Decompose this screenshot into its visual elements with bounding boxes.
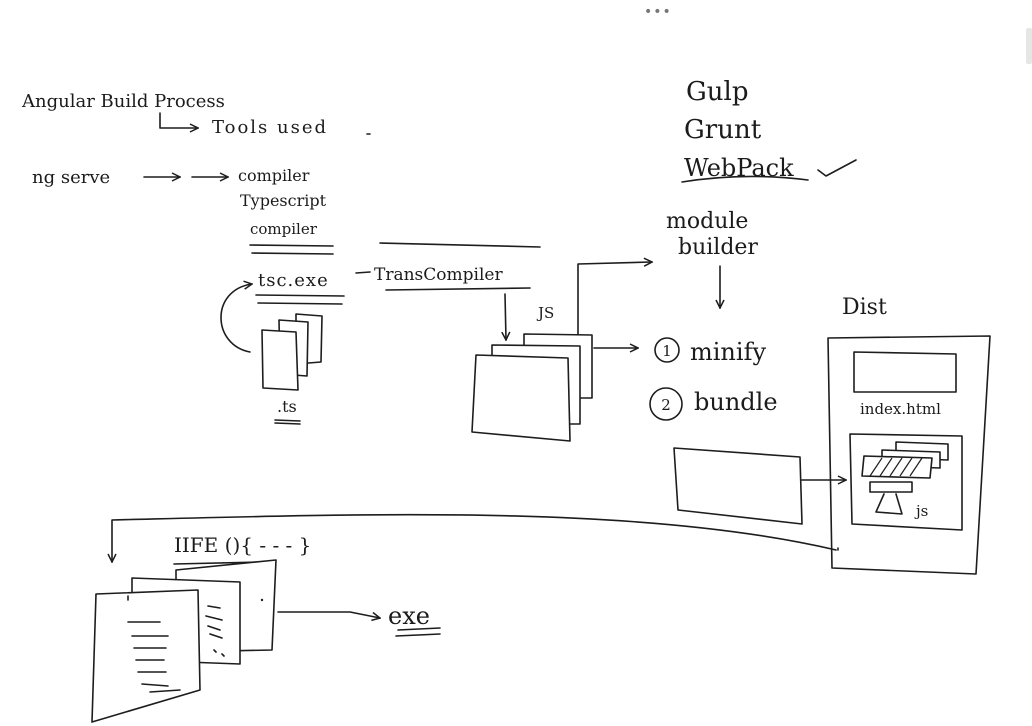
js-chunk-5: [875, 493, 903, 515]
grunt-label: Grunt: [684, 115, 762, 145]
compiler-label: compiler: [238, 166, 310, 185]
middle-file-lines: [205, 605, 225, 657]
dist-label: Dist: [842, 295, 887, 320]
compiler-underline-1: [249, 244, 334, 247]
ts-file-front: [261, 329, 299, 391]
js-label: JS: [536, 304, 554, 322]
to-exe-arrow: [277, 611, 380, 618]
js-file-front: [471, 354, 571, 442]
step2-circle: [649, 387, 683, 421]
dot-mark: [260, 598, 264, 602]
builder-label: builder: [678, 235, 758, 260]
transcompiler-label: TransCompiler: [374, 265, 503, 285]
js-folder: [849, 433, 963, 531]
tsc-underline-2: [257, 302, 343, 305]
exe-label: exe: [388, 602, 430, 630]
tsc-dash: [355, 271, 371, 274]
scrollbar-handle[interactable]: [1026, 28, 1032, 64]
step2-number: 2: [661, 396, 671, 414]
js-small-label: js: [914, 502, 928, 520]
gulp-label: Gulp: [686, 77, 748, 107]
iife-label: IIFE (){ - - - }: [174, 533, 311, 557]
transcompiler-underline: [385, 287, 531, 291]
transcompiler-overline: [379, 242, 541, 248]
compiler-label-2: compiler: [250, 220, 318, 238]
tools-arrow: [159, 112, 198, 128]
ts-underline-2: [274, 422, 301, 425]
typescript-label: Typescript: [240, 191, 327, 210]
js-chunk-4: [869, 481, 913, 493]
tsc-underline-1: [255, 294, 345, 297]
index-html-label: index.html: [860, 400, 941, 418]
ts-label: .ts: [277, 397, 297, 416]
step1-number: 1: [662, 342, 672, 360]
tools-used-label: Tools used: [212, 117, 328, 138]
ts-underline-1: [274, 419, 301, 422]
to-js-arrow: [505, 293, 506, 340]
step1-circle: [654, 337, 680, 363]
loop-arrow: [220, 284, 252, 353]
index-html-file: [853, 351, 957, 393]
return-arrow: [112, 513, 839, 562]
dist-folder: [827, 335, 991, 575]
diagram-title: Angular Build Process: [21, 91, 225, 112]
js-chunk-hatch: [869, 457, 923, 477]
bundle-label: bundle: [694, 388, 778, 416]
front-file-lines: [127, 595, 181, 693]
minify-label: minify: [690, 338, 766, 366]
webpack-underline: [681, 175, 809, 183]
more-options-icon[interactable]: •••: [644, 4, 672, 20]
module-label: module: [666, 209, 748, 234]
ng-serve-label: ng serve: [32, 167, 110, 188]
check-mark-icon: [817, 159, 857, 177]
exe-underline-2: [395, 633, 441, 637]
output-file-front: [91, 589, 201, 723]
to-module-builder-arrow: [577, 262, 652, 335]
compiler-underline-2: [251, 252, 334, 255]
bundle-output-box: [673, 447, 803, 525]
exe-underline-1: [397, 627, 441, 631]
tsc-exe-label: tsc.exe: [258, 270, 329, 291]
